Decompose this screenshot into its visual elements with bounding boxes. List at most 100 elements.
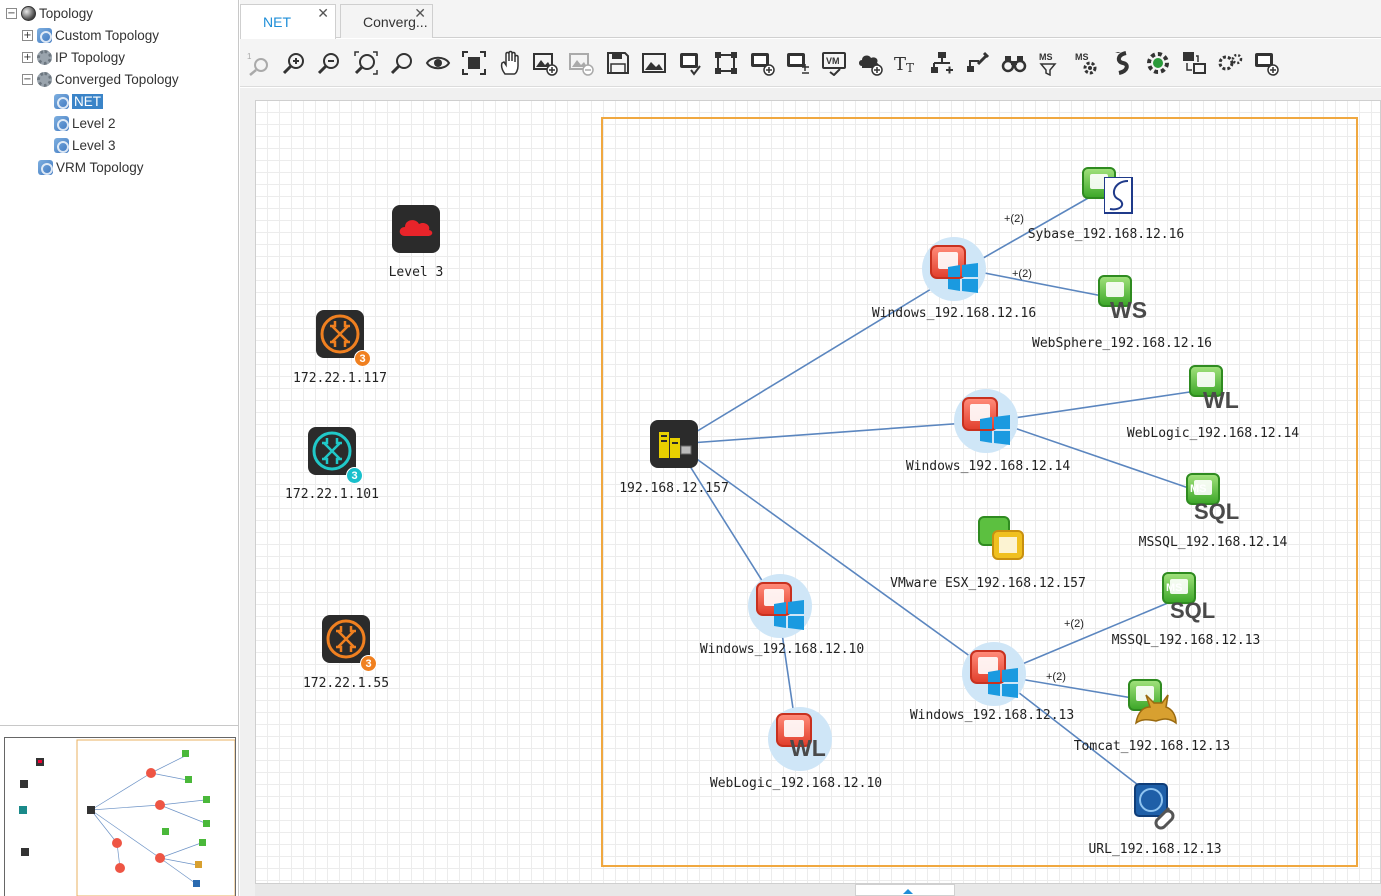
preferences-button[interactable] xyxy=(1216,49,1244,77)
tree-item-custom-topology[interactable]: + Custom Topology xyxy=(22,25,159,45)
ms-tag: MS xyxy=(1166,582,1183,594)
tree-item-vrm-topology[interactable]: VRM Topology xyxy=(38,157,144,177)
add-link-button[interactable] xyxy=(928,49,956,77)
app-server-icon xyxy=(1189,365,1223,397)
remove-image-button[interactable] xyxy=(567,49,595,77)
weblogic-tag: WL xyxy=(1203,387,1239,413)
zoom-fit-button[interactable] xyxy=(352,49,380,77)
link-count-label[interactable]: +(2) xyxy=(1046,671,1066,683)
settings-gear-button[interactable] xyxy=(1144,49,1172,77)
ms-settings-button[interactable]: MS xyxy=(1072,49,1100,77)
windows-node-192-168-12-10[interactable] xyxy=(748,574,812,638)
collapse-toggle[interactable]: − xyxy=(6,7,17,19)
link-hub-win16 xyxy=(675,268,965,445)
cloud-add-button[interactable] xyxy=(856,49,884,77)
node-check-button[interactable] xyxy=(676,49,704,77)
tree-item-ip-topology[interactable]: + IP Topology xyxy=(22,47,125,67)
vm-label: VM xyxy=(826,56,840,66)
zoom-out-button[interactable] xyxy=(315,49,343,77)
sybase-node-192-168-12-16[interactable] xyxy=(1082,167,1134,215)
find-button[interactable] xyxy=(1000,49,1028,77)
tree-item-level-2[interactable]: Level 2 xyxy=(54,113,116,133)
sql-tag: SQL xyxy=(1194,499,1240,524)
windows-node-192-168-12-14[interactable] xyxy=(954,389,1018,453)
export-button[interactable] xyxy=(1252,49,1280,77)
mssql-node-192-168-12-14[interactable]: MS SQL xyxy=(1186,473,1250,524)
link-count-label[interactable]: +(2) xyxy=(1064,618,1084,630)
pan-button[interactable] xyxy=(496,49,524,77)
scroll-handle[interactable] xyxy=(855,884,955,896)
windows-node-192-168-12-13[interactable] xyxy=(962,642,1026,706)
link-hub-win13 xyxy=(675,443,997,676)
topology-layout-button[interactable] xyxy=(1180,49,1208,77)
weblogic-node-192-168-12-10[interactable]: WL xyxy=(768,707,832,771)
tree-item-label: NET xyxy=(72,93,103,109)
expand-toggle[interactable]: + xyxy=(22,51,33,63)
tree-item-level-3[interactable]: Level 3 xyxy=(54,135,116,155)
tab-net[interactable]: NET ✕ xyxy=(240,4,336,39)
expand-toggle[interactable]: + xyxy=(22,29,33,41)
router-node-172-22-1-117[interactable]: 3 xyxy=(316,310,371,367)
ms-filter-button[interactable]: MS xyxy=(1036,49,1064,77)
windows-node-192-168-12-16[interactable] xyxy=(922,237,986,301)
topology-canvas[interactable]: +(2) +(2) +(2) +(2) Level 3 3 172.22.1.1… xyxy=(255,100,1381,884)
link-count-label[interactable]: +(2) xyxy=(1012,268,1032,280)
router-node-172-22-1-101[interactable]: 3 xyxy=(308,427,363,484)
tomcat-node-192-168-12-13[interactable] xyxy=(1128,679,1178,729)
view-button[interactable] xyxy=(424,49,452,77)
tab-converged[interactable]: Converg... ✕ xyxy=(340,4,433,38)
link-layer xyxy=(675,188,1211,796)
minimap-frame[interactable] xyxy=(4,737,236,896)
node-label: WebLogic_192.168.12.10 xyxy=(709,776,883,791)
add-device-icon xyxy=(751,53,775,76)
mssql-node-192-168-12-13[interactable]: MS SQL xyxy=(1162,572,1226,623)
magnifier-button[interactable] xyxy=(388,49,416,77)
topology-tree-panel: − Topology + Custom Topology + IP Topolo… xyxy=(0,0,239,725)
zoom-in-icon xyxy=(282,53,304,75)
windows-logo-icon xyxy=(948,263,978,293)
fit-screen-button[interactable] xyxy=(460,49,488,77)
close-icon[interactable]: ✕ xyxy=(414,6,426,22)
tree-item-label: Custom Topology xyxy=(55,27,160,43)
close-icon[interactable]: ✕ xyxy=(317,6,329,22)
link-win16-sybase xyxy=(963,188,1105,270)
select-box-button[interactable] xyxy=(712,49,740,77)
overview-minimap[interactable] xyxy=(0,725,239,896)
topology-globe-icon xyxy=(21,5,36,21)
tree-item-net[interactable]: NET xyxy=(54,91,103,111)
url-node-192-168-12-13[interactable] xyxy=(1133,782,1181,830)
add-device-button[interactable] xyxy=(748,49,776,77)
router-node-172-22-1-55[interactable]: 3 xyxy=(322,615,377,672)
tab-label: NET xyxy=(263,14,291,30)
link-hub-win14 xyxy=(675,420,995,445)
weblogic-node-192-168-12-14[interactable]: WL xyxy=(1189,365,1253,415)
image-button[interactable] xyxy=(640,49,668,77)
link-tools-button[interactable] xyxy=(964,49,992,77)
cloud-node-level-3[interactable] xyxy=(392,205,440,253)
tree-item-label: VRM Topology xyxy=(56,159,144,175)
router-icon xyxy=(316,310,364,358)
refresh-button[interactable] xyxy=(1108,49,1136,77)
zoom-reset-icon: 1 xyxy=(247,52,268,76)
tree-item-converged-topology[interactable]: − Converged Topology xyxy=(22,69,179,89)
add-image-icon xyxy=(533,53,558,76)
zoom-in-button[interactable] xyxy=(280,49,308,77)
converged-group-frame[interactable] xyxy=(601,117,1358,867)
vmware-esx-node-192-168-12-157[interactable] xyxy=(977,515,1027,565)
save-button[interactable] xyxy=(604,49,632,77)
collapse-toggle[interactable]: − xyxy=(22,73,33,85)
device-tools-button[interactable] xyxy=(784,49,812,77)
websphere-node-192-168-12-16[interactable]: WS xyxy=(1098,275,1162,325)
vm-button[interactable]: VM xyxy=(820,49,848,77)
horizontal-scrollbar[interactable] xyxy=(255,884,1381,896)
link-count-label[interactable]: +(2) xyxy=(1004,213,1024,225)
tree-item-topology[interactable]: − Topology xyxy=(6,3,93,23)
zoom-reset-button[interactable]: 1 xyxy=(245,49,273,77)
router-icon xyxy=(308,427,356,475)
server-node-192-168-12-157[interactable] xyxy=(650,420,698,468)
node-label: MSSQL_192.168.12.13 xyxy=(1111,633,1261,648)
add-image-button[interactable] xyxy=(531,49,559,77)
tree-item-label: Level 3 xyxy=(72,137,116,153)
